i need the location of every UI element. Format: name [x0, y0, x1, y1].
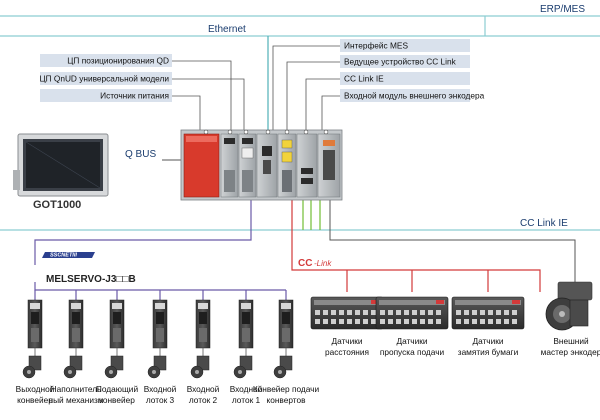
left-callout-label: ЦП позиционирования QD [67, 56, 169, 66]
servo-caption-line2: ный механизм [48, 395, 103, 405]
servo-caption-line1: Конвейер подачи [253, 384, 320, 394]
svg-text:SSCNETIII: SSCNETIII [50, 253, 77, 259]
servo-caption-line2: лоток 3 [146, 395, 175, 405]
right-callout-label: CC Link IE [344, 74, 384, 84]
servo-caption-line2: лоток 1 [232, 395, 261, 405]
got-brand: GOT1000 [33, 199, 81, 211]
right-callout-2: CC Link IE [340, 72, 470, 85]
svg-text:CC: CC [298, 258, 312, 269]
right-callout-1: Ведущее устройство CC Link [340, 55, 470, 68]
right-callout-group: Интерфейс MES Ведущее устройство CC LinkC… [340, 39, 485, 102]
external-encoder: Внешний мастер энкодер [541, 281, 600, 357]
network-lines [0, 15, 600, 300]
servo-caption-line2: конвертов [266, 395, 306, 405]
right-callout-label: Интерфейс MES [344, 41, 408, 51]
sensor-caption-line1: Датчики [472, 336, 503, 346]
encoder-caption-line2: мастер энкодер [541, 347, 600, 357]
erp-mes-label: ERP/MES [540, 4, 585, 15]
right-callout-label: Ведущее устройство CC Link [344, 57, 457, 67]
sscnet-logo: SSCNETIII [42, 252, 95, 259]
servo-caption-line1: Входной [187, 384, 220, 394]
ethernet-label: Ethernet [208, 24, 246, 35]
qbus-label: Q BUS [125, 149, 156, 160]
servo-caption-line1: Выходной [16, 384, 55, 394]
left-callout-label: ЦП QnUD универсальной модели [39, 74, 169, 84]
servo-caption-line2: лоток 2 [189, 395, 218, 405]
got1000-hmi: GOT1000 [13, 133, 109, 211]
encoder-caption-line1: Внешний [553, 336, 589, 346]
left-callout-0: ЦП позиционирования QD [40, 54, 172, 67]
left-callout-group: ЦП позиционирования QD ЦП QnUD универсаль… [39, 54, 172, 102]
cclink-ie-module [296, 133, 318, 198]
plc-rack [180, 129, 343, 201]
right-callout-label: Входной модуль внешнего энкодера [344, 91, 485, 101]
servo-caption-line1: Входной [230, 384, 263, 394]
servo-caption-line1: Наполнитель [51, 384, 102, 394]
right-callout-leaders [272, 45, 340, 132]
servo-caption-line2: конвейер [99, 395, 135, 405]
power-supply-module [183, 133, 220, 198]
right-callout-0: Интерфейс MES [340, 39, 470, 52]
svg-text:-Link: -Link [314, 259, 332, 268]
right-callout-3: Входной модуль внешнего энкодера [340, 89, 485, 102]
left-callout-2: Источник питания [40, 89, 172, 102]
servo-caption-line1: Подающий [96, 384, 139, 394]
sensor-caption-line1: Датчики [331, 336, 362, 346]
left-callout-label: Источник питания [100, 91, 169, 101]
sensor-caption-line2: замятия бумаги [458, 347, 519, 357]
sensor-caption-line2: расстояния [325, 347, 369, 357]
servo-caption-line1: Входной [144, 384, 177, 394]
servo-series-label: MELSERVO-J3□□B [46, 274, 136, 285]
sensor-caption-line1: Датчики [396, 336, 427, 346]
left-callout-1: ЦП QnUD универсальной модели [39, 72, 172, 85]
cclink-logo: CC -Link [298, 258, 332, 269]
left-callout-leaders [172, 60, 245, 132]
servo-caption-line2: конвейер [17, 395, 53, 405]
sensor-caption-line2: пропуска подачи [380, 347, 445, 357]
cclink-ie-label: CC Link IE [520, 218, 568, 229]
